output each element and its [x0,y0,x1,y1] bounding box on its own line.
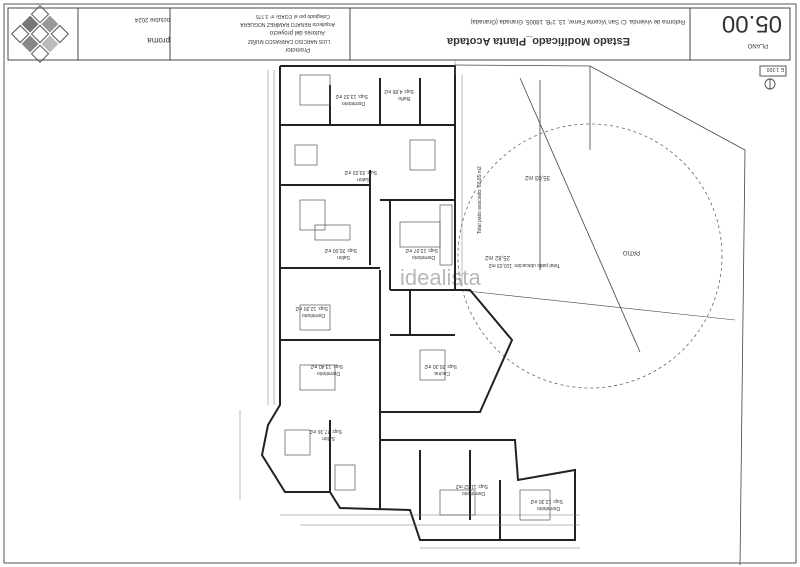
svg-text:Sup: 12,30 m2: Sup: 12,30 m2 [530,498,563,504]
patio-area-2: 25,82 m2 [484,254,510,260]
watermark: idealista [400,265,481,290]
room-label: Salón Sup: 27,16 m2 [309,428,342,441]
walls [260,65,576,541]
furniture [284,74,551,521]
north-arrow-icon [764,78,776,90]
authors-label: Autores del proyecto [269,29,325,35]
room-label: Baño Sup: 4,85 m2 [384,88,414,101]
plan-subtitle: Reforma de vivienda. C/ San Vicente Ferr… [470,18,685,25]
svg-text:Salón: Salón [357,176,370,182]
svg-text:Sup: 11,62 m2: Sup: 11,62 m2 [456,483,488,489]
brand-text: proma [147,36,170,45]
dimension-lines [239,60,580,549]
svg-text:Dormitorio: Dormitorio [342,100,365,106]
patio-label: PATIO [623,249,640,255]
date-text: octubre 2024 [134,16,170,22]
patio-area [454,64,746,566]
svg-text:Sup: 12,07 m2: Sup: 12,07 m2 [405,247,438,253]
room-label: Salón Sup: 20,00 m2 [324,247,357,260]
college-text: Colegiado por el COAGr nº 3.775 [256,13,330,19]
title-block: proma octubre 2024 Promotor LUIS NARCISO… [7,5,791,63]
svg-text:Dormitorio: Dormitorio [412,254,435,260]
promoter-name: LUIS NARCISO CARRASCO MUÑIZ [248,38,330,45]
architect-name: Arquitecto RENATO RAMÍREZ NOGUERA [240,21,335,28]
room-label: Salón Sup: 33,03 m2 [344,169,377,182]
svg-text:Sup: 27,16 m2: Sup: 27,16 m2 [309,428,342,434]
svg-text:Cocina: Cocina [434,370,450,376]
plan-number: 05.00 [722,10,782,37]
svg-text:Baño: Baño [398,95,410,101]
svg-text:Sup: 13,40 m2: Sup: 13,40 m2 [310,363,343,369]
room-label: Dormitorio Sup: 13,40 m2 [310,363,343,376]
svg-text:Sup: 33,03 m2: Sup: 33,03 m2 [344,169,377,175]
room-label: Dormitorio Sup: 13,32 m2 [335,93,368,106]
svg-text:Sup: 12,20 m2: Sup: 12,20 m2 [295,305,328,311]
patio-note-1: Total patio asociado: 60,85 m2 [477,166,483,234]
plan-title: Estado Modificado_Planta Acotada [446,35,630,47]
svg-text:Salón: Salón [322,435,335,441]
svg-text:Sup: 20,30 m2: Sup: 20,30 m2 [424,363,457,369]
svg-text:Dormitorio: Dormitorio [317,370,340,376]
patio-area-1: 35,03 m2 [524,174,550,180]
room-label: Cocina Sup: 20,30 m2 [424,363,457,376]
room-label: Dormitorio Sup: 12,07 m2 [405,247,438,260]
room-label: Dormitorio Sup: 12,30 m2 [530,498,563,511]
svg-text:Dormitorio: Dormitorio [302,312,325,318]
svg-text:Sup: 4,85 m2: Sup: 4,85 m2 [384,88,414,94]
svg-text:Sup: 20,00 m2: Sup: 20,00 m2 [324,247,357,253]
svg-text:Sup: 13,32 m2: Sup: 13,32 m2 [335,93,368,99]
room-label: Dormitorio Sup: 11,62 m2 [456,483,488,496]
svg-text:Dormitorio: Dormitorio [537,505,560,511]
room-label: Dormitorio Sup: 12,20 m2 [295,305,328,318]
svg-text:Salón: Salón [337,254,350,260]
patio-note-2: Total patio ubicación: 110,03 m2 [488,262,560,268]
scale-text: E 1:100 [767,66,784,72]
plan-label: PLANO [747,42,768,48]
svg-text:Dormitorio: Dormitorio [462,490,485,496]
scale-box [759,65,787,77]
room-labels: Dormitorio Sup: 13,32 m2 Baño Sup: 4,85 … [295,88,563,511]
sheet-border [3,3,797,564]
promoter-label: Promotor [285,46,310,52]
